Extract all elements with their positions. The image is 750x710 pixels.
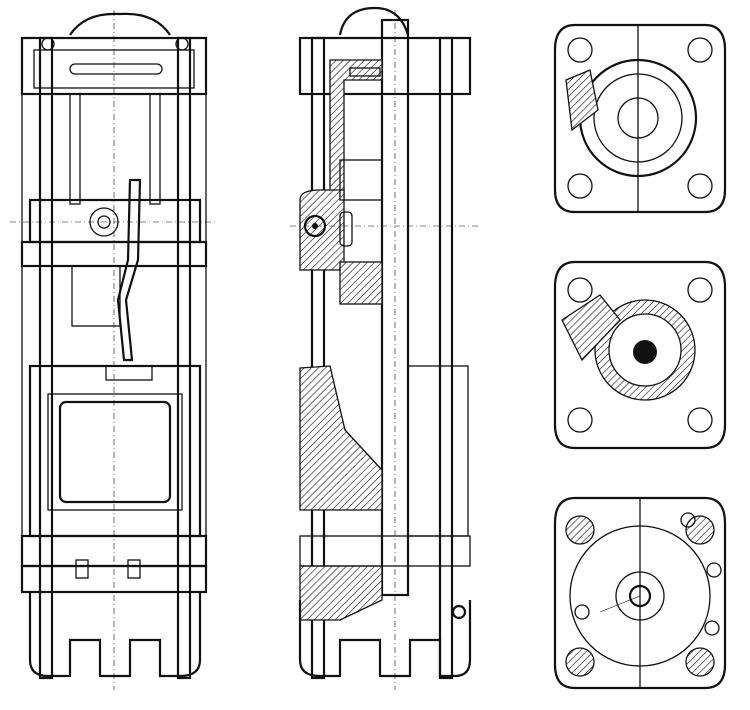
top-plan-view xyxy=(553,23,727,214)
side-section-view xyxy=(290,6,480,690)
middle-plan-view xyxy=(553,260,727,450)
bottom-plan-view xyxy=(553,496,727,690)
front-elevation-view xyxy=(10,10,215,690)
